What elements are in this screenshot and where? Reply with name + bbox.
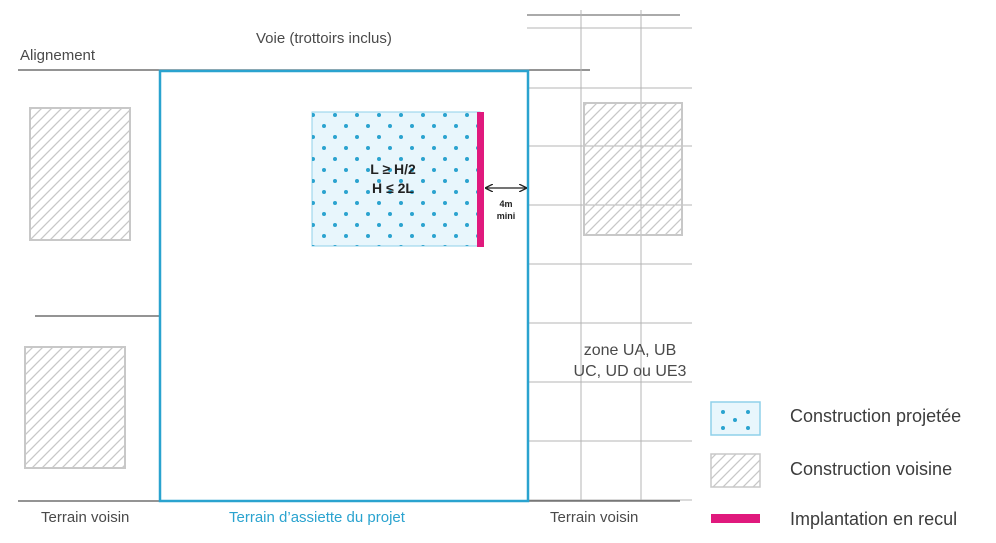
terrain-voisin-left-label: Terrain voisin bbox=[41, 509, 130, 526]
terrain-voisin-right-label: Terrain voisin bbox=[550, 509, 639, 526]
zone-label: zone UA, UB UC, UD ou UE3 bbox=[560, 340, 700, 382]
distance-qualifier: mini bbox=[496, 211, 516, 221]
terrain-projet-label: Terrain d’assiette du projet bbox=[229, 509, 405, 526]
project-plot bbox=[158, 69, 530, 503]
neighbour-construction-right bbox=[583, 102, 683, 236]
construction-formula: L ≥ H/2 H ≤ 2L bbox=[318, 160, 468, 198]
legend-item-projected: Construction projetée bbox=[710, 400, 996, 436]
legend-hatched-swatch bbox=[710, 453, 761, 488]
formula-line2: H ≤ 2L bbox=[372, 180, 414, 196]
legend-label-projected: Construction projetée bbox=[790, 406, 962, 426]
right-parcel-grid bbox=[527, 10, 692, 501]
distance-label: 4m mini bbox=[488, 198, 524, 222]
zone-label-line2: UC, UD ou UE3 bbox=[573, 363, 687, 380]
alignement-label: Alignement bbox=[20, 47, 96, 64]
legend-label-recul: Implantation en recul bbox=[790, 509, 958, 529]
neighbour-construction-bottom-left bbox=[24, 346, 126, 469]
projected-construction-dots bbox=[312, 112, 480, 246]
legend-magenta-swatch bbox=[711, 514, 760, 523]
legend-item-recul: Implantation en recul bbox=[710, 503, 996, 539]
distance-value: 4m bbox=[499, 199, 513, 209]
legend-item-neighbour: Construction voisine bbox=[710, 453, 996, 489]
recul-implantation-bar bbox=[477, 112, 484, 247]
legend-label-neighbour: Construction voisine bbox=[790, 459, 953, 479]
legend-dotted-dots bbox=[721, 410, 750, 430]
street-label: Voie (trottoirs inclus) bbox=[256, 30, 392, 47]
formula-line1: L ≥ H/2 bbox=[370, 161, 416, 177]
neighbour-construction-top-left bbox=[29, 107, 131, 241]
zone-label-line1: zone UA, UB bbox=[583, 342, 677, 359]
